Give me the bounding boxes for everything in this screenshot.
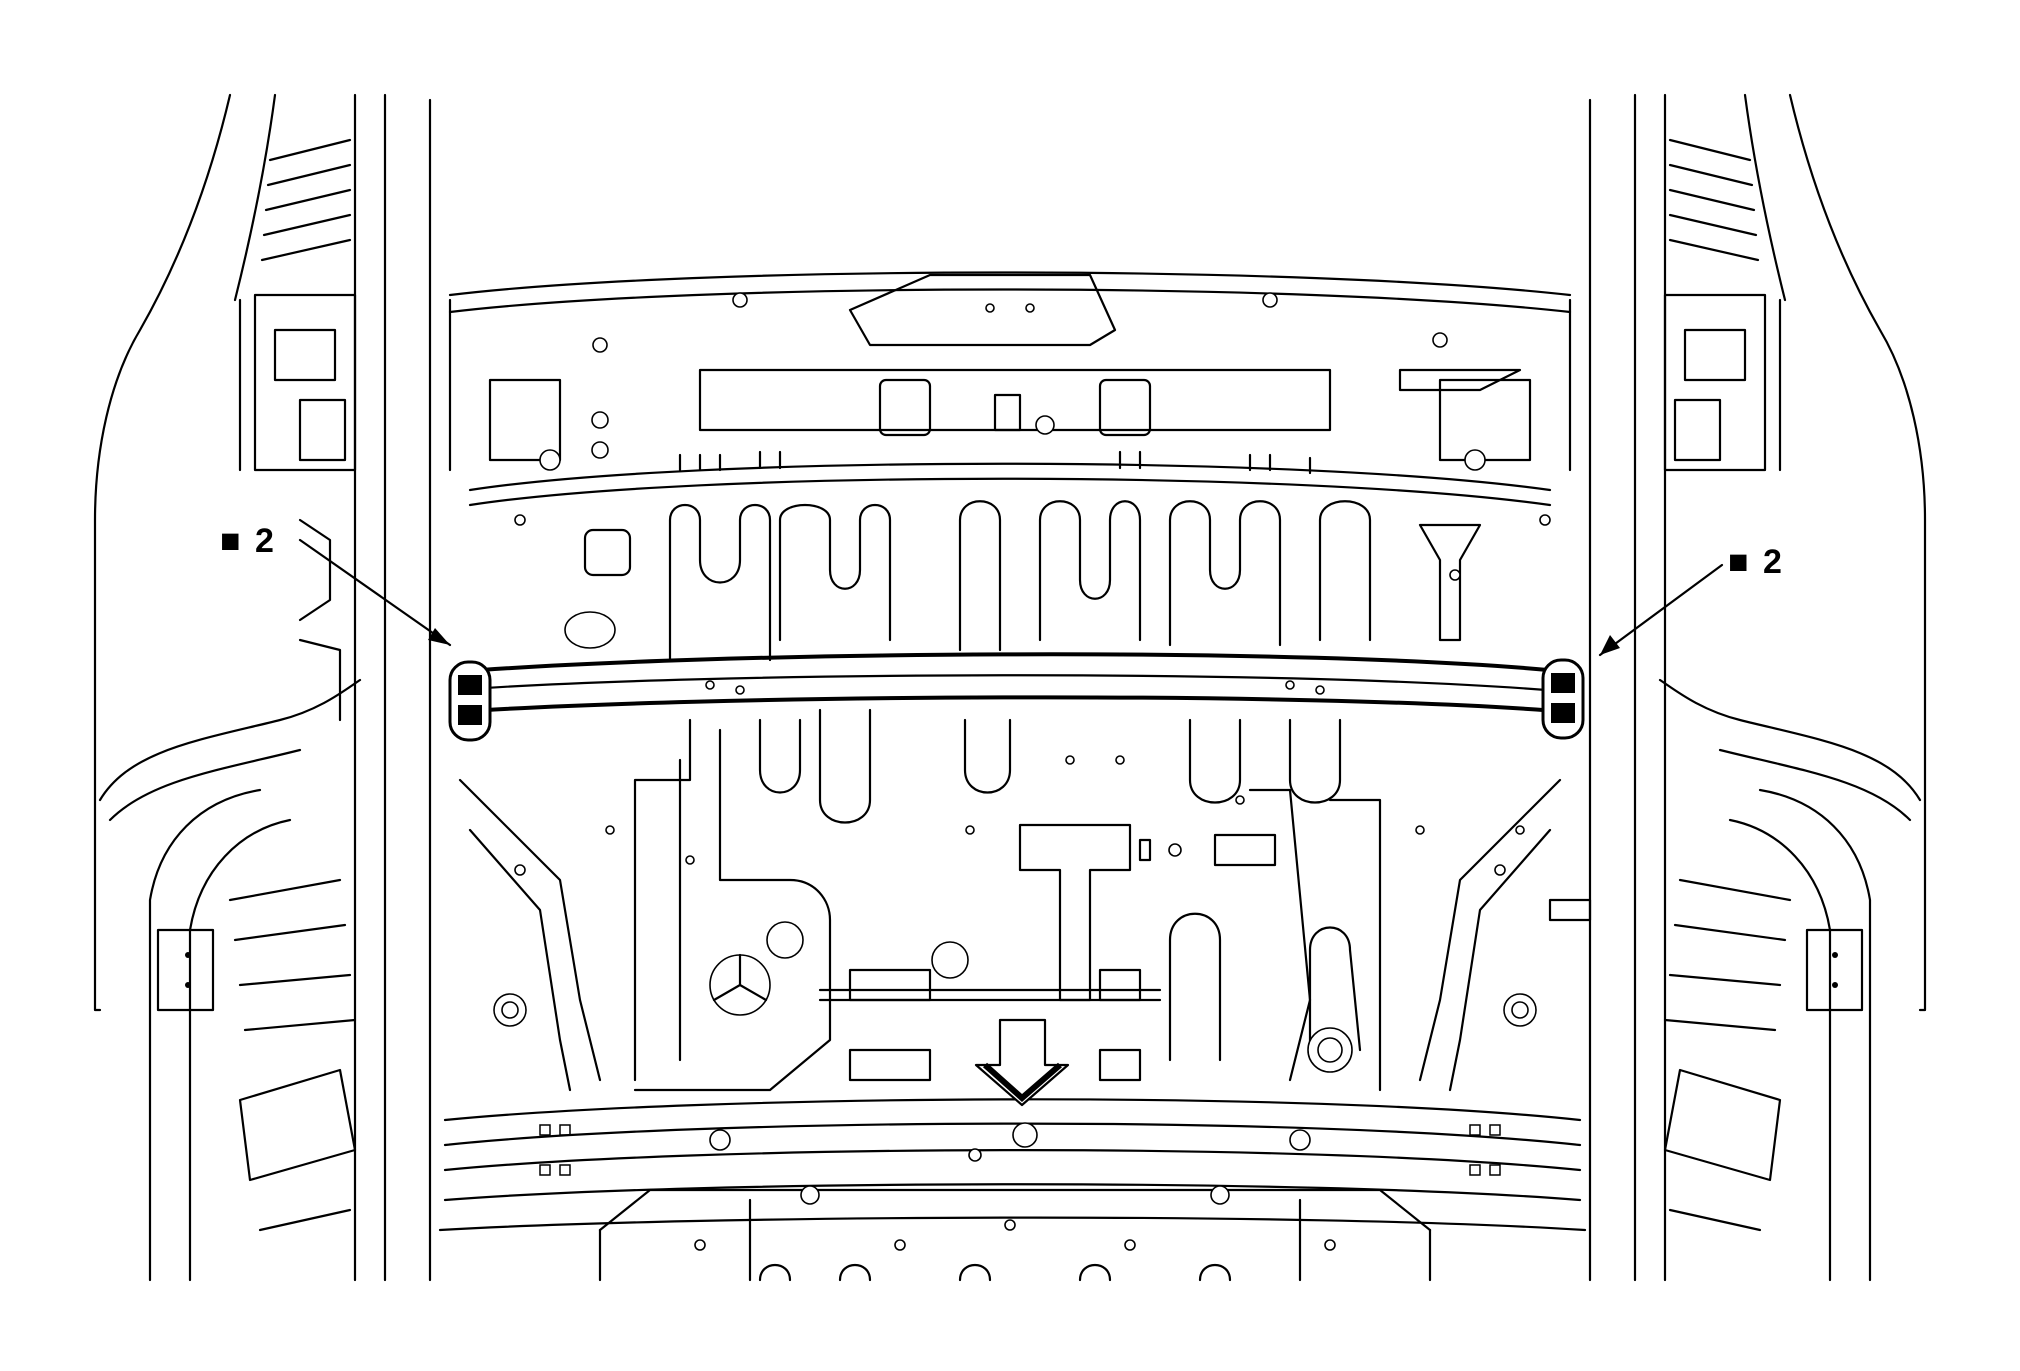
callout-left-marker: ■ <box>220 522 241 560</box>
callout-left-number: 2 <box>255 522 274 560</box>
left-body-side-panel <box>93 93 432 1282</box>
right-side-rail <box>1418 778 1592 1092</box>
weld-point-marker-icon <box>448 660 492 742</box>
callout-right-number: 2 <box>1763 543 1782 581</box>
down-arrow-icon <box>974 1018 1070 1107</box>
upper-crossmember <box>448 271 1572 472</box>
center-crossbar <box>453 652 1572 714</box>
callout-right-marker: ■ <box>1728 543 1749 581</box>
right-body-side-panel <box>1588 93 1927 1282</box>
callout-right: ■ 2 <box>1541 543 1782 740</box>
lower-floor-pan <box>605 708 1525 1092</box>
rear-crossmember <box>438 1098 1587 1282</box>
weld-point-marker-icon <box>1541 658 1585 740</box>
left-side-rail <box>458 778 602 1092</box>
middle-floor-pan <box>468 450 1552 662</box>
callout-left: ■ 2 <box>220 522 492 742</box>
